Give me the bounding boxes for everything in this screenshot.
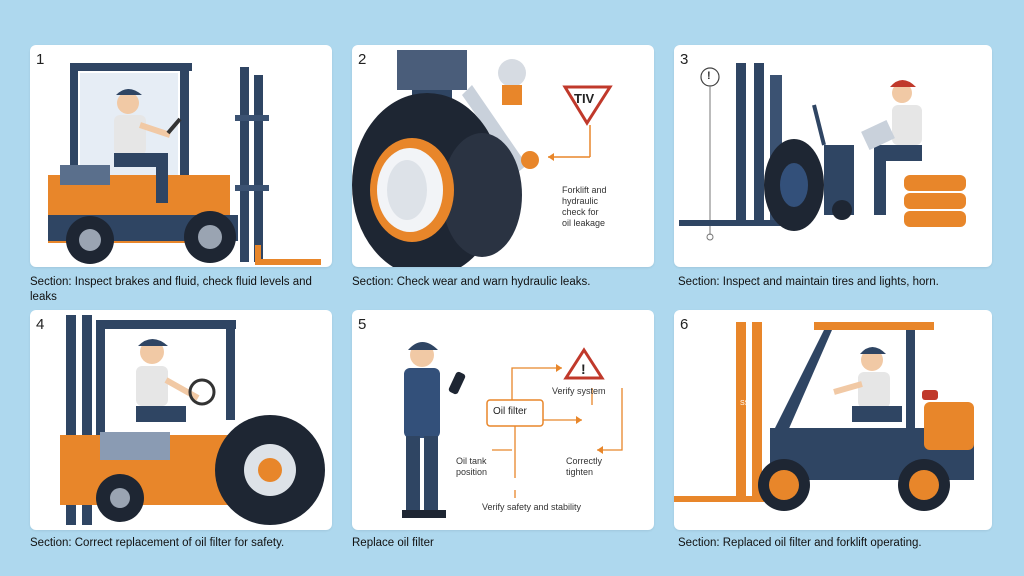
step-number: 4 bbox=[36, 316, 45, 333]
label-line: Correctly bbox=[566, 456, 603, 466]
oil-tank-label: Oil tank position bbox=[456, 456, 487, 478]
label-line: Oil tank bbox=[456, 456, 487, 466]
note-line: Forklift and bbox=[562, 185, 607, 195]
step-number: 2 bbox=[358, 51, 367, 68]
panel-4: 4 bbox=[30, 310, 332, 530]
svg-text:!: ! bbox=[581, 361, 586, 377]
panel-3: 3 ! bbox=[674, 45, 992, 267]
step-number: 6 bbox=[680, 316, 689, 333]
caption-6: Section: Replaced oil filter and forklif… bbox=[678, 537, 922, 549]
panel-6: 6 SS bbox=[674, 310, 992, 530]
step-number: 5 bbox=[358, 316, 367, 333]
panel-1: 1 bbox=[30, 45, 332, 267]
note-line: check for bbox=[562, 207, 599, 217]
hydraulic-note: Forklift and hydraulic check for oil lea… bbox=[562, 185, 607, 229]
mast-mark-label: SS bbox=[740, 400, 750, 407]
panel-2: 2 TIV Forklift and hydraulic check for o… bbox=[352, 45, 654, 267]
panel-5: 5 ! Oil filter Verify system Oil ta bbox=[352, 310, 654, 530]
forklift-driver-illustration bbox=[48, 63, 321, 265]
forklift-operating-illustration bbox=[674, 322, 974, 511]
warning-sign-label: TIV bbox=[574, 91, 595, 106]
step-number: 1 bbox=[36, 51, 45, 68]
tire-inspection-illustration bbox=[679, 63, 966, 241]
caption-3: Section: Inspect and maintain tires and … bbox=[678, 276, 939, 288]
caption-4: Section: Correct replacement of oil filt… bbox=[30, 537, 285, 549]
caption-2: Section: Check wear and warn hydraulic l… bbox=[352, 276, 591, 288]
label-line: tighten bbox=[566, 467, 594, 477]
note-line: oil leakage bbox=[562, 218, 606, 228]
alert-icon: ! bbox=[707, 70, 711, 82]
label-line: position bbox=[456, 467, 488, 477]
step-number: 3 bbox=[680, 51, 689, 68]
tighten-label: Correctly tighten bbox=[566, 456, 602, 478]
verify-system-label: Verify system bbox=[552, 386, 606, 396]
verify-safety-label: Verify safety and stability bbox=[482, 502, 582, 512]
forklift-operator-illustration bbox=[60, 315, 325, 525]
caption-5: Replace oil filter bbox=[352, 537, 434, 549]
oil-filter-box-label: Oil filter bbox=[493, 406, 527, 417]
tire-and-hydraulic-illustration bbox=[352, 50, 613, 267]
caption-1: Section: Inspect brakes and fluid, check… bbox=[30, 276, 312, 303]
note-line: hydraulic bbox=[562, 196, 599, 206]
oil-filter-flowchart: ! bbox=[402, 342, 623, 518]
